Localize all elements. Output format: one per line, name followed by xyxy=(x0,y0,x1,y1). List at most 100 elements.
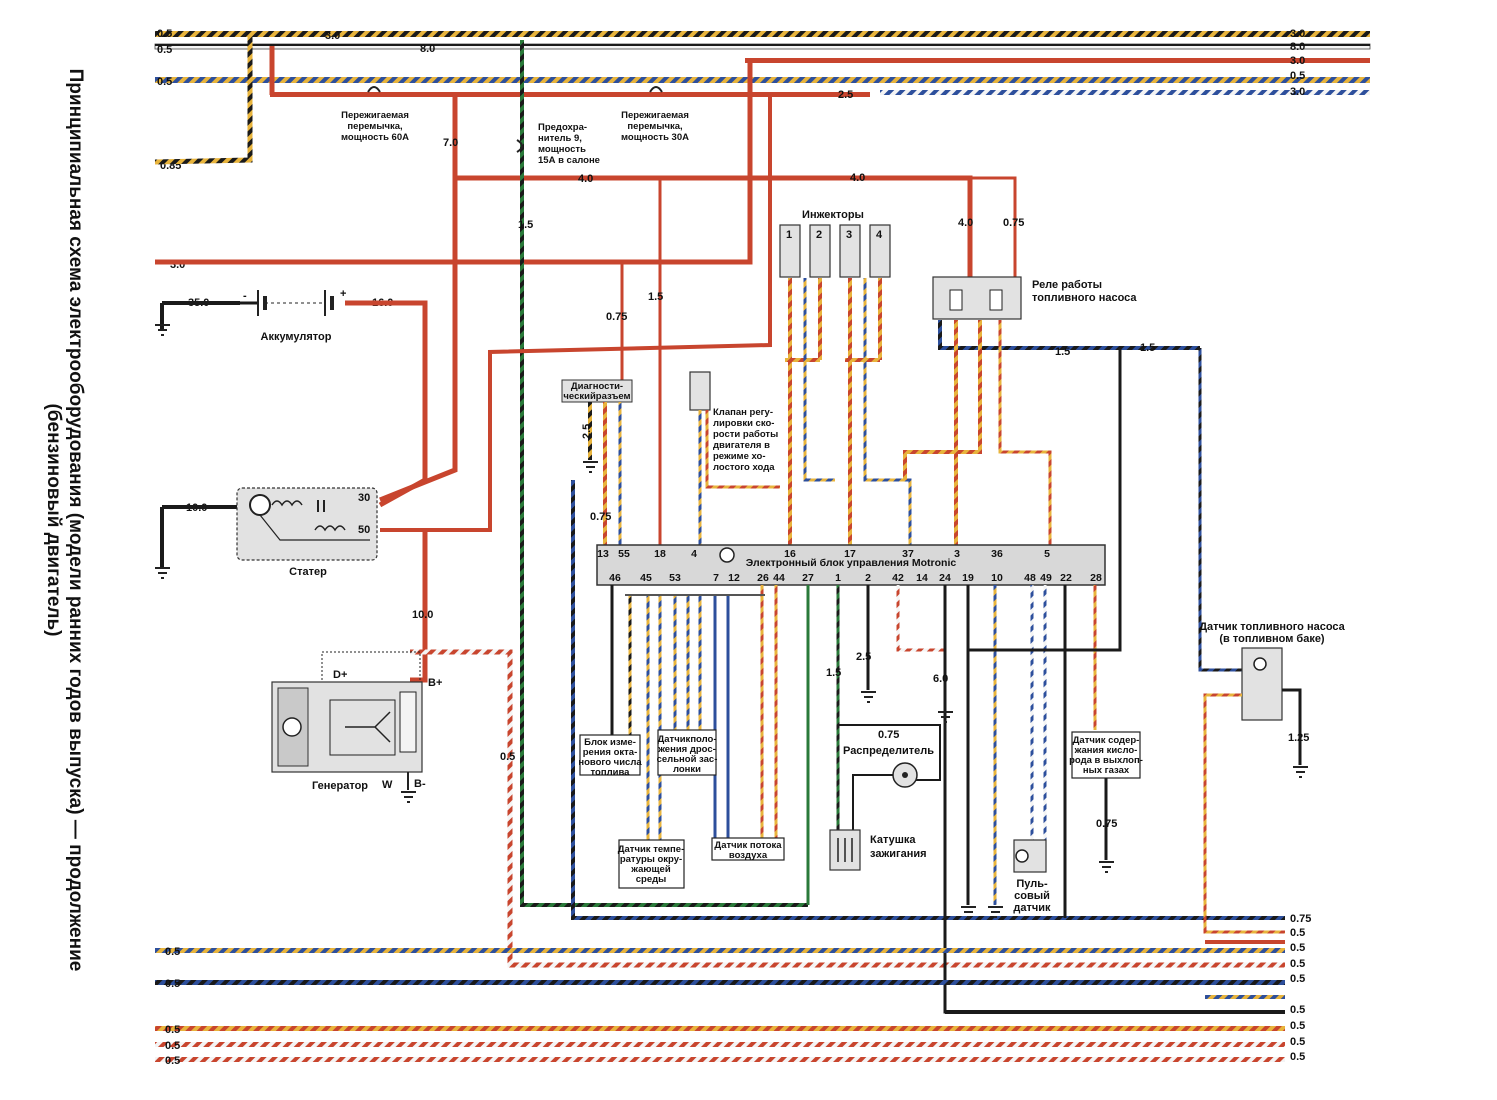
starter-icon xyxy=(155,487,378,579)
gauge-1-5d: 1.5 xyxy=(1140,342,1155,354)
gauge-0-5: 0.5 xyxy=(500,751,515,763)
bottom-right-label-9: 0.5 xyxy=(1290,1051,1305,1063)
injectors-label: Инжекторы xyxy=(802,209,864,221)
ecu-bottom-pin-2: 2 xyxy=(865,572,871,584)
ecu-label: Электронный блок управления Motronic xyxy=(746,557,957,569)
bottom-right-label-7: 0.5 xyxy=(1290,1020,1305,1032)
left-label-1: 0.5 xyxy=(157,28,172,40)
fuel-pump-sensor-label: Датчик топливного насоса(в топливном бак… xyxy=(1199,621,1345,645)
injector-2: 2 xyxy=(816,229,822,241)
bottom-right-label-2: 0.5 xyxy=(1290,927,1305,939)
gauge-oxy-0-75: 0.75 xyxy=(1096,818,1117,830)
gauge-relay-4-0: 4.0 xyxy=(958,217,973,229)
ecu-top-pin-55: 55 xyxy=(618,548,630,560)
right-label-4: 0.5 xyxy=(1290,70,1305,82)
gauge-1-5e: 1.5 xyxy=(826,667,841,679)
bottom-right-label-3: 0.5 xyxy=(1290,942,1305,954)
gen-w: W xyxy=(382,779,393,791)
generator-label: Генератор xyxy=(312,780,368,792)
ecu-top-pin-16: 16 xyxy=(784,548,796,560)
battery-minus: - xyxy=(243,290,247,302)
fuse-9-icon xyxy=(516,139,523,153)
gauge-4-0b: 4.0 xyxy=(850,172,865,184)
ecu-bottom-pin-42: 42 xyxy=(892,572,904,584)
distributor-icon xyxy=(838,724,941,830)
ecu-bottom-pin-19: 19 xyxy=(962,572,974,584)
gauge-2-5b: 2.5 xyxy=(856,651,871,663)
oxygen-label: Датчик содер-жания кисло-рода в выхлоп-н… xyxy=(1069,735,1143,776)
left-label-2: 0.5 xyxy=(157,44,172,56)
gauge-7-0: 7.0 xyxy=(443,137,458,149)
ecu-bottom-pin-12: 12 xyxy=(728,572,740,584)
gauge-1-5a: 1.5 xyxy=(518,219,533,231)
gen-bminus: B- xyxy=(414,778,426,790)
bottom-bus xyxy=(155,940,1285,1062)
ecu-bottom-pin-26: 26 xyxy=(757,572,769,584)
fuse-link-60-icon xyxy=(367,86,381,93)
oxygen-ground-icon xyxy=(1099,861,1114,873)
bottom-right-label-1: 0.75 xyxy=(1290,913,1311,925)
gen-bplus: B+ xyxy=(428,677,442,689)
ecu-bottom-pin-45: 45 xyxy=(640,572,652,584)
injector-1: 1 xyxy=(786,229,792,241)
fuel-pump-sensor-icon xyxy=(1198,348,1308,934)
ecu-bottom-pin-53: 53 xyxy=(669,572,681,584)
starter-label: Статер xyxy=(289,566,327,578)
gauge-10-0: 10.0 xyxy=(412,609,433,621)
octane-box xyxy=(579,734,641,776)
ecu-bottom-pin-22: 22 xyxy=(1060,572,1072,584)
ecu-top-pin-37: 37 xyxy=(902,548,914,560)
fuel-pump-relay-icon xyxy=(903,276,1200,545)
ecu-top-pin-3: 3 xyxy=(954,548,960,560)
ecu-bottom-pin-24: 24 xyxy=(939,572,951,584)
throttle-box xyxy=(657,729,717,776)
bottom-right-label-5: 0.5 xyxy=(1290,973,1305,985)
ecu-top-pin-18: 18 xyxy=(654,548,666,560)
injector-3: 3 xyxy=(846,229,852,241)
ecu-bottom-pin-28: 28 xyxy=(1090,572,1102,584)
top-bus xyxy=(154,31,1371,97)
ecu-top-pin-13: 13 xyxy=(597,548,609,560)
ecu-bottom-pin-10: 10 xyxy=(991,572,1003,584)
battery-icon xyxy=(155,290,334,336)
ecu-bottom-pin-14: 14 xyxy=(916,572,928,584)
generator-icon xyxy=(271,651,423,803)
battery-label: Аккумулятор xyxy=(261,331,332,343)
fuse-link-30-icon xyxy=(649,86,663,93)
right-label-2: 8.0 xyxy=(1290,41,1305,53)
diag-label: Диагности-ческийразъем xyxy=(563,381,630,402)
ecu-bottom-wires xyxy=(610,348,1285,1014)
gauge-dist-0-5: 0.75 xyxy=(878,729,899,741)
starter-t30: 30 xyxy=(358,492,370,504)
gauge-diag-0-75: 0.75 xyxy=(590,511,611,523)
ecu-top-pin-5: 5 xyxy=(1044,548,1050,560)
ecu-bottom-pin-1: 1 xyxy=(835,572,841,584)
bottom-left-label-5: 0.5 xyxy=(165,1055,180,1067)
injectors-group xyxy=(779,224,912,545)
ecu-top-pin-4: 4 xyxy=(691,548,697,560)
right-label-3: 3.0 xyxy=(1290,55,1305,67)
pulse-sensor-icon xyxy=(1013,839,1047,873)
battery-plus: + xyxy=(340,288,346,300)
air-flow-box xyxy=(711,837,785,861)
ground-icons xyxy=(861,691,1003,918)
oxygen-box xyxy=(1071,731,1141,779)
gauge-top-8-0: 8.0 xyxy=(420,43,435,55)
gauge-6-0: 6.0 xyxy=(933,673,948,685)
bottom-left-label-2: 0.5 xyxy=(165,978,180,990)
coil-icon xyxy=(829,829,861,871)
gauge-0-75a: 0.75 xyxy=(606,311,627,323)
gauge-relay-0-75: 0.75 xyxy=(1003,217,1024,229)
gauge-2-5diag: 2.5 xyxy=(581,424,593,439)
ecu-box xyxy=(596,544,1106,586)
gen-dplus: D+ xyxy=(333,669,347,681)
